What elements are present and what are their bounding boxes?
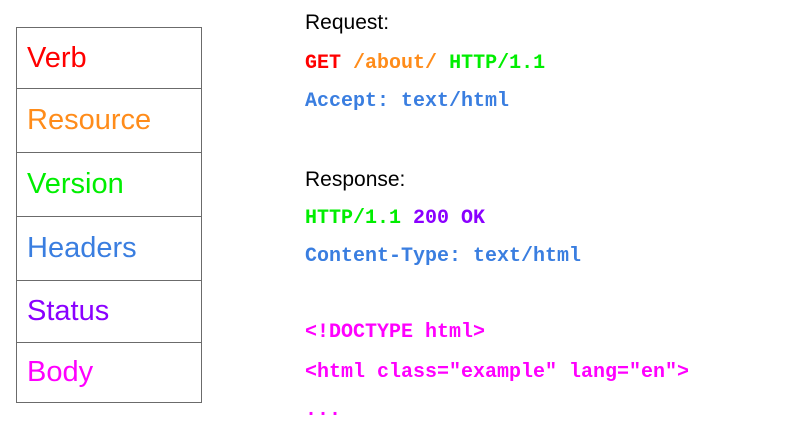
part-resource: Resource	[17, 89, 201, 153]
part-body: Body	[17, 343, 201, 402]
response-status: 200 OK	[413, 207, 486, 230]
part-label: Status	[27, 295, 110, 327]
request-line: GET /about/ HTTP/1.1	[305, 52, 545, 75]
part-headers: Headers	[17, 217, 201, 281]
response-version: HTTP/1.1	[305, 207, 402, 230]
part-version: Version	[17, 153, 201, 217]
request-label: Request:	[305, 11, 390, 34]
body-line-doctype: <!DOCTYPE html>	[305, 321, 486, 344]
part-label: Verb	[27, 41, 87, 74]
request-resource: /about/	[353, 52, 438, 75]
part-label: Headers	[27, 232, 137, 264]
response-label: Response:	[305, 168, 406, 191]
part-verb: Verb	[17, 28, 201, 89]
request-version: HTTP/1.1	[449, 52, 546, 75]
http-parts-table: Verb Resource Version Headers Status Bod…	[16, 27, 202, 403]
part-label: Version	[27, 168, 124, 200]
body-line-ellipsis: ...	[305, 399, 342, 422]
request-header: Accept: text/html	[305, 90, 510, 113]
part-label: Body	[27, 356, 94, 388]
request-verb: GET	[305, 52, 342, 75]
response-header: Content-Type: text/html	[305, 245, 582, 268]
part-status: Status	[17, 281, 201, 343]
body-line-html: <html class="example" lang="en">	[305, 361, 690, 384]
part-label: Resource	[27, 104, 152, 136]
status-line: HTTP/1.1 200 OK	[305, 207, 485, 230]
